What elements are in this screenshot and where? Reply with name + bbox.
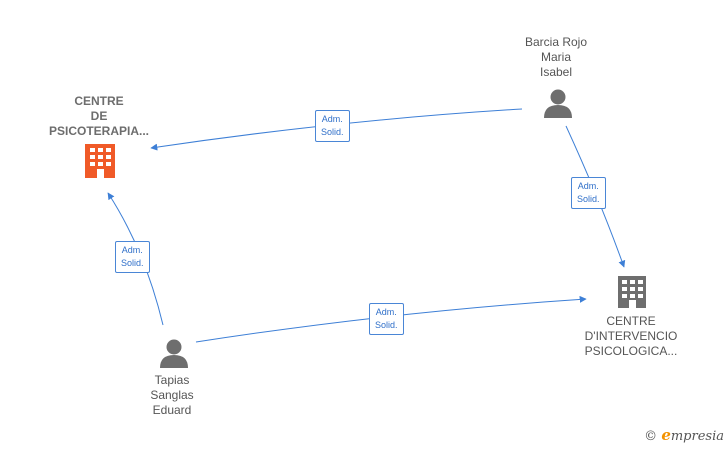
label-line: CENTRE xyxy=(606,314,656,328)
label-line: Eduard xyxy=(152,403,192,417)
copyright-icon: © xyxy=(644,429,658,444)
company-label-centre-intervencio[interactable]: CENTRE D'INTERVENCIO PSICOLOGICA... xyxy=(566,314,696,359)
building-icon[interactable] xyxy=(618,276,646,308)
person-icon[interactable] xyxy=(160,339,188,369)
edge-label-role[interactable]: Adm. Solid. xyxy=(115,241,150,273)
label-line: Barcia Rojo xyxy=(524,35,588,49)
label-line: PSICOLOGICA... xyxy=(584,344,678,358)
edge-label-line: Solid. xyxy=(121,258,144,268)
edge-label-line: Solid. xyxy=(375,320,398,330)
person-icon[interactable] xyxy=(544,89,572,119)
edge-label-line: Adm. xyxy=(577,181,599,191)
label-line: Sanglas xyxy=(150,388,194,402)
person-label-tapias[interactable]: Tapias Sanglas Eduard xyxy=(122,373,222,418)
edge-label-line: Solid. xyxy=(577,194,600,204)
label-line: Tapias xyxy=(154,373,190,387)
building-icon[interactable] xyxy=(85,144,115,178)
label-line: DE xyxy=(90,109,108,123)
label-line: CENTRE xyxy=(74,94,124,108)
brand-logo-initial: e xyxy=(661,426,671,444)
label-line: D'INTERVENCIO xyxy=(584,329,678,343)
edge-label-line: Adm. xyxy=(375,307,397,317)
brand-logo-text: mpresia xyxy=(670,429,724,444)
edge-label-role[interactable]: Adm. Solid. xyxy=(571,177,606,209)
edge-label-line: Solid. xyxy=(321,127,344,137)
edge-label-line: Adm. xyxy=(321,114,343,124)
label-line: PSICOTERAPIA... xyxy=(48,124,149,138)
brand-footer: © empresia xyxy=(644,426,724,444)
label-line: Maria xyxy=(540,50,571,64)
company-label-centre-psicoterapia[interactable]: CENTRE DE PSICOTERAPIA... xyxy=(34,94,164,139)
edge-label-role[interactable]: Adm. Solid. xyxy=(369,303,404,335)
label-line: Isabel xyxy=(539,65,573,79)
edge-label-role[interactable]: Adm. Solid. xyxy=(315,110,350,142)
edge-label-line: Adm. xyxy=(121,245,143,255)
person-label-barcia[interactable]: Barcia Rojo Maria Isabel xyxy=(496,35,616,80)
